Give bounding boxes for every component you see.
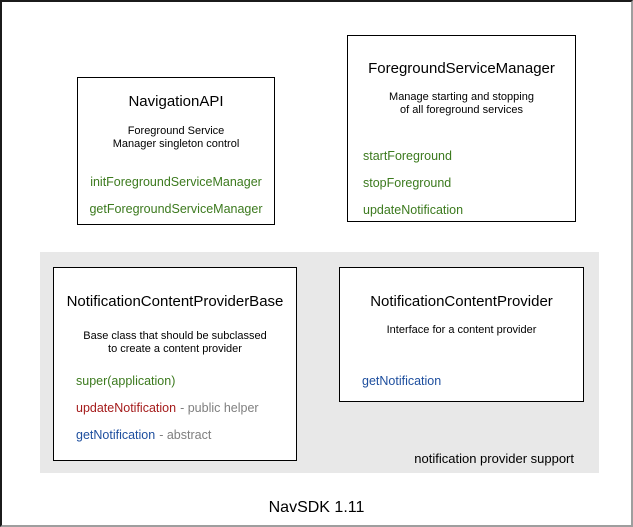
method-annotation: - public helper (180, 401, 259, 415)
class-description: Foreground Service Manager singleton con… (78, 125, 274, 151)
class-title: NavigationAPI (128, 93, 224, 110)
method-name: getNotification (362, 374, 442, 388)
class-box-notification-content-provider-base: NotificationContentProviderBase Base cla… (53, 267, 297, 461)
method-item: getNotification- abstract (76, 422, 296, 449)
method-name: getNotification (76, 428, 156, 442)
class-box-notification-content-provider: NotificationContentProvider Interface fo… (339, 267, 584, 402)
class-title: NotificationContentProvider (370, 293, 553, 310)
method-list: initForegroundServiceManager getForegrou… (78, 169, 274, 223)
class-title: NotificationContentProviderBase (66, 293, 284, 310)
method-item: super(application) (76, 368, 296, 395)
method-item: startForeground (363, 143, 575, 170)
method-name: updateNotification (76, 401, 177, 415)
method-item: stopForeground (363, 170, 575, 197)
method-name: updateNotification (363, 203, 464, 217)
method-name: initForegroundServiceManager (90, 175, 262, 189)
class-title: ForegroundServiceManager (368, 60, 555, 77)
diagram-caption: NavSDK 1.11 (268, 499, 365, 516)
class-description: Base class that should be subclassed to … (54, 330, 296, 356)
description-line: to create a content provider (108, 343, 242, 355)
method-name: stopForeground (363, 176, 452, 190)
description-line: Base class that should be subclassed (83, 330, 267, 342)
description-line: Manage starting and stopping (389, 91, 534, 103)
description-line: of all foreground services (400, 104, 523, 116)
method-list: super(application) updateNotification- p… (76, 368, 296, 449)
class-box-navigation-api: NavigationAPI Foreground Service Manager… (77, 77, 275, 225)
description-line: Foreground Service (127, 125, 225, 137)
method-item: getForegroundServiceManager (78, 196, 274, 223)
method-item: updateNotification (363, 197, 575, 224)
method-list: getNotification (362, 368, 583, 395)
class-box-foreground-service-manager: ForegroundServiceManager Manage starting… (347, 35, 576, 222)
panel-label: notification provider support (414, 451, 574, 466)
description-line: Interface for a content provider (386, 324, 537, 336)
notification-provider-support-panel: NotificationContentProviderBase Base cla… (40, 252, 599, 473)
class-description: Manage starting and stopping of all fore… (348, 91, 575, 117)
method-name: super(application) (76, 374, 176, 388)
description-line: Manager singleton control (112, 138, 240, 150)
method-item: initForegroundServiceManager (78, 169, 274, 196)
method-list: startForeground stopForeground updateNot… (363, 143, 575, 224)
method-name: startForeground (363, 149, 452, 163)
method-item: getNotification (362, 368, 583, 395)
method-item: updateNotification- public helper (76, 395, 296, 422)
method-annotation: - abstract (159, 428, 212, 442)
class-description: Interface for a content provider (340, 324, 583, 337)
method-name: getForegroundServiceManager (89, 202, 263, 216)
